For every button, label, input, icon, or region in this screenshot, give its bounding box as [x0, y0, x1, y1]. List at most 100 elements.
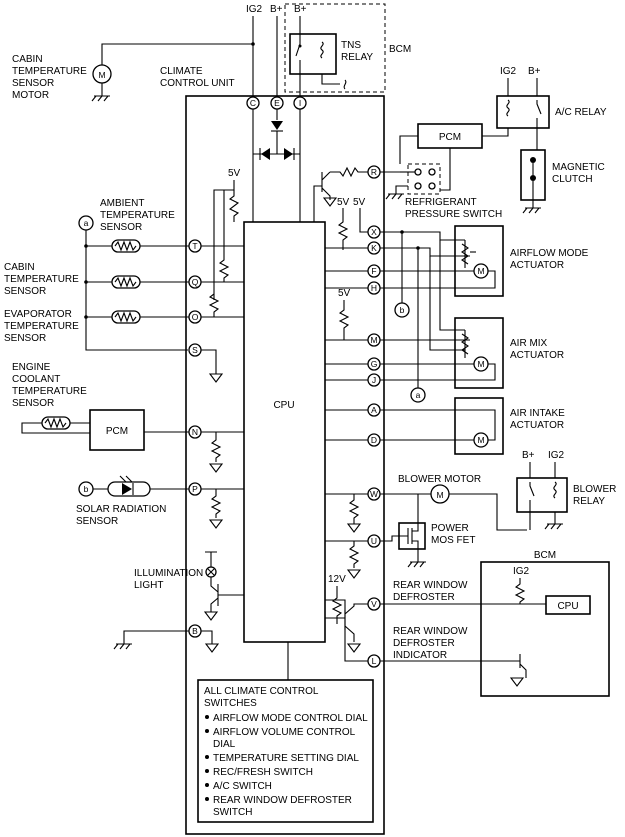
solar-label-2: SENSOR: [76, 516, 118, 527]
svg-text:U: U: [371, 536, 377, 546]
svg-text:5V: 5V: [228, 168, 241, 179]
switch-item-rear-defroster-2: SWITCH: [213, 807, 252, 818]
engine-coolant-label-1: ENGINE: [12, 362, 51, 373]
svg-text:V: V: [371, 599, 377, 609]
ambient-label-2: TEMPERATURE: [100, 210, 175, 221]
svg-text:W: W: [370, 489, 378, 499]
engine-coolant-label-4: SENSOR: [12, 398, 54, 409]
refrigerant-pressure-switch: [407, 163, 441, 195]
svg-text:M: M: [477, 435, 484, 445]
blower-motor-label: BLOWER MOTOR: [398, 474, 481, 485]
svg-text:5V: 5V: [353, 197, 366, 208]
climate-unit-label-1: CLIMATE: [160, 66, 203, 77]
air-mix-actuator: [454, 317, 504, 389]
bcm-bottom: [480, 561, 610, 697]
cpu-block: [243, 221, 326, 643]
bplus-top-2-label: B+: [294, 4, 307, 15]
svg-text:M: M: [98, 70, 105, 80]
svg-text:a: a: [416, 390, 421, 400]
bplus-ac-label: B+: [528, 66, 541, 77]
switch-item-airflow-mode: AIRFLOW MODE CONTROL DIAL: [213, 713, 368, 724]
airflow-mode-label-1: AIRFLOW MODE: [510, 248, 589, 259]
blower-relay-label-2: RELAY: [573, 496, 605, 507]
svg-text:5V: 5V: [338, 288, 351, 299]
svg-text:b: b: [400, 305, 405, 315]
cabin-temp-label-2: TEMPERATURE: [4, 274, 79, 285]
ac-relay-label: A/C RELAY: [555, 107, 607, 118]
svg-text:N: N: [192, 427, 198, 437]
bcm-top-region: [284, 3, 386, 93]
climate-switches-box: [197, 679, 374, 823]
cabin-temp-label-3: SENSOR: [4, 286, 46, 297]
bcm-bottom-label: BCM: [534, 550, 556, 561]
refrigerant-label-2: PRESSURE SWITCH: [405, 209, 502, 220]
blower-relay: [516, 477, 568, 513]
switch-item-rec-fresh: REC/FRESH SWITCH: [213, 767, 313, 778]
svg-text:T: T: [192, 241, 197, 251]
ac-relay: [496, 95, 550, 129]
illumination-label-1: ILLUMINATION: [134, 568, 203, 579]
pcm-top-label: PCM: [439, 132, 461, 143]
svg-text:J: J: [372, 375, 376, 385]
svg-text:I: I: [299, 98, 301, 108]
svg-text:5V: 5V: [337, 197, 350, 208]
switches-title-1: ALL CLIMATE CONTROL: [204, 686, 319, 697]
airflow-mode-actuator: [454, 225, 504, 297]
svg-text:K: K: [371, 243, 377, 253]
ig2-blower-label: IG2: [548, 450, 565, 461]
rear-indicator-label-2: DEFROSTER: [393, 638, 455, 649]
switch-item-temperature: TEMPERATURE SETTING DIAL: [213, 753, 359, 764]
ig2-ac-label: IG2: [500, 66, 517, 77]
bcm-cpu: [545, 595, 591, 615]
rear-indicator-label-1: REAR WINDOW: [393, 626, 468, 637]
cabin-temp-motor-label-3: SENSOR: [12, 78, 54, 89]
svg-text:b: b: [84, 484, 89, 494]
refrigerant-label-1: REFRIGERANT: [405, 197, 477, 208]
illumination-label-2: LIGHT: [134, 580, 163, 591]
svg-text:P: P: [192, 484, 198, 494]
switch-item-rear-defroster-1: REAR WINDOW DEFROSTER: [213, 795, 352, 806]
svg-text:X: X: [371, 227, 377, 237]
evaporator-label-1: EVAPORATOR: [4, 309, 72, 320]
tns-relay: [289, 33, 337, 75]
svg-text:C: C: [250, 98, 256, 108]
solar-label-1: SOLAR RADIATION: [76, 504, 166, 515]
svg-text:F: F: [371, 266, 376, 276]
cabin-temp-motor-label-2: TEMPERATURE: [12, 66, 87, 77]
power-mos-label-2: MOS FET: [431, 535, 475, 546]
evaporator-label-3: SENSOR: [4, 333, 46, 344]
power-mos-label-1: POWER: [431, 523, 469, 534]
svg-text:M: M: [477, 359, 484, 369]
airflow-mode-label-2: ACTUATOR: [510, 260, 564, 271]
svg-text:E: E: [274, 98, 280, 108]
magnetic-clutch-label-1: MAGNETIC: [552, 162, 605, 173]
svg-text:S: S: [192, 345, 198, 355]
svg-text:a: a: [84, 218, 89, 228]
cpu-label: CPU: [273, 400, 294, 411]
rear-indicator-label-3: INDICATOR: [393, 650, 447, 661]
air-mix-label-2: ACTUATOR: [510, 350, 564, 361]
blower-relay-label-1: BLOWER: [573, 484, 616, 495]
climate-unit-label-2: CONTROL UNIT: [160, 78, 235, 89]
climate-control-unit-outline: [185, 95, 385, 835]
magnetic-clutch-label-2: CLUTCH: [552, 174, 593, 185]
evaporator-label-2: TEMPERATURE: [4, 321, 79, 332]
svg-text:G: G: [371, 359, 378, 369]
ambient-label-1: AMBIENT: [100, 198, 144, 209]
svg-text:12V: 12V: [328, 574, 346, 585]
svg-text:O: O: [192, 312, 199, 322]
switch-item-ac: A/C SWITCH: [213, 781, 272, 792]
engine-coolant-label-2: COOLANT: [12, 374, 60, 385]
air-intake-label-2: ACTUATOR: [510, 420, 564, 431]
pcm-mid-label: PCM: [106, 426, 128, 437]
ambient-label-3: SENSOR: [100, 222, 142, 233]
bplus-blower-label: B+: [522, 450, 535, 461]
cabin-temp-motor-label-4: MOTOR: [12, 90, 49, 101]
rear-defroster-label-1: REAR WINDOW: [393, 580, 468, 591]
switch-item-airflow-volume-1: AIRFLOW VOLUME CONTROL: [213, 727, 356, 738]
pcm-mid: [89, 409, 145, 451]
svg-text:B: B: [192, 626, 198, 636]
cabin-temp-label-1: CABIN: [4, 262, 35, 273]
engine-coolant-label-3: TEMPERATURE: [12, 386, 87, 397]
